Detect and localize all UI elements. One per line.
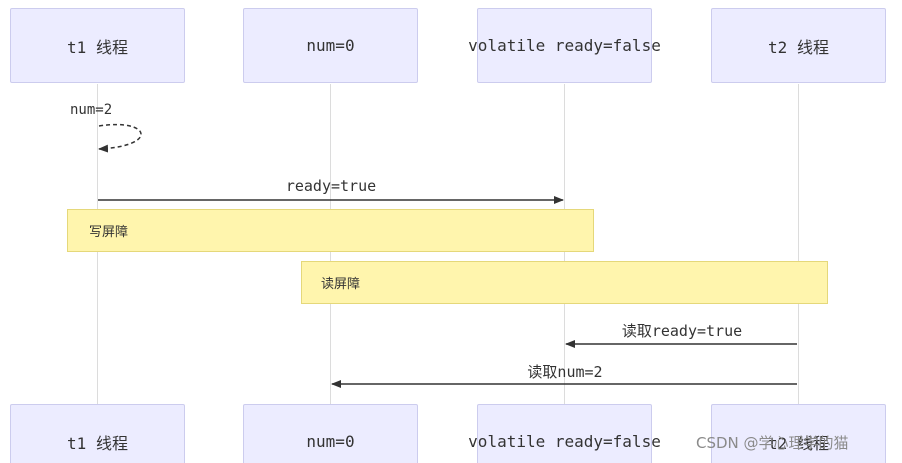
participant-t1-top: t1 线程	[10, 8, 185, 83]
participant-t1-bottom: t1 线程	[10, 404, 185, 463]
participant-num-top: num=0	[243, 8, 418, 83]
message-read-num-label: 读取num=2	[527, 363, 603, 381]
participant-num-bottom: num=0	[243, 404, 418, 463]
message-ready-true-label: ready=true	[285, 177, 377, 195]
watermark: CSDN @学心理学的猫	[696, 434, 849, 452]
participant-t2-bottom: t2 线程	[711, 404, 886, 463]
participant-ready-top: volatile ready=false	[468, 8, 661, 83]
participant-ready-bottom: volatile ready=false	[468, 404, 661, 463]
note-write-barrier: 写屏障	[67, 209, 594, 252]
note-read-barrier-label: 读屏障	[321, 277, 361, 292]
self-message-arrow	[98, 123, 142, 153]
note-read-barrier: 读屏障	[301, 261, 828, 304]
note-write-barrier-label: 写屏障	[89, 225, 129, 240]
self-message-label: num=2	[70, 102, 113, 118]
participant-t2-top: t2 线程	[711, 8, 886, 83]
message-read-ready-label: 读取ready=true	[621, 322, 743, 340]
lifeline-t2	[798, 84, 799, 404]
